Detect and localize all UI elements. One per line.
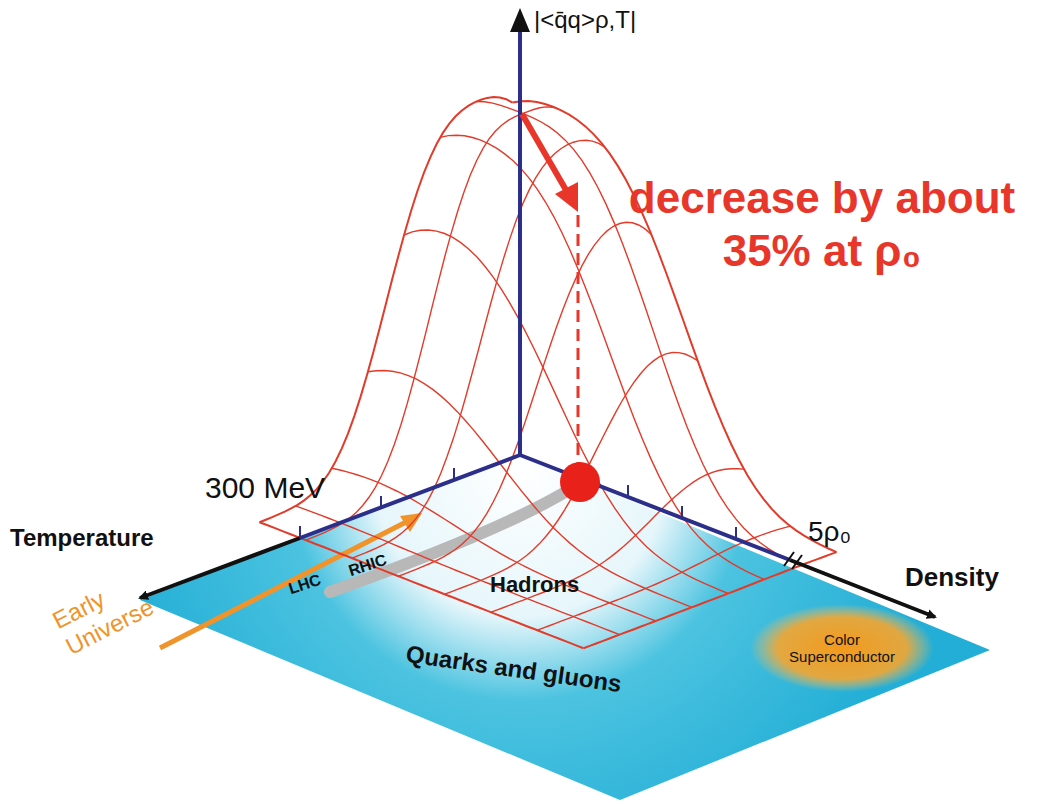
nuclear-density-point [560,462,600,502]
axis-title: Density [905,562,999,593]
decrease-arrow [522,114,566,190]
region-label: Hadrons [490,572,579,598]
tick-label: 5ρ₀ [808,515,851,549]
mesh-line [352,140,605,558]
decrease-arrowhead [555,182,578,212]
region-label: Color Superconductor [782,631,902,666]
mesh-line [332,468,656,621]
mesh-line [584,552,837,648]
mesh-line [491,469,744,613]
drop-line [577,215,580,470]
arrow-label: Early Universe [48,560,172,661]
mesh-line [296,506,620,635]
mesh-line [513,101,837,552]
density-axis [520,455,790,560]
axis-break [792,555,802,569]
region-blob: Color Superconductor [776,626,908,671]
temperature-axis [300,455,520,538]
mesh-line [260,97,513,522]
early-universe-arrow [160,520,410,648]
mesh-line [445,353,698,595]
superconductor-blob [750,604,934,692]
mesh-line [398,222,651,576]
condensate-axis-head [510,8,530,32]
mesh-line [260,522,584,648]
axis-title: Temperature [10,524,154,553]
tick-label: 300 MeV [205,470,325,506]
condensate-axis [518,28,522,455]
axis-break [784,552,794,566]
phase-plane [140,455,990,800]
axis-label: |<q̄q>ρ,T| [534,6,636,35]
temperature-axis-end [140,538,300,598]
annotation: decrease by about 35% at ρ₀ [612,172,1032,278]
axis-ticks [300,464,736,539]
